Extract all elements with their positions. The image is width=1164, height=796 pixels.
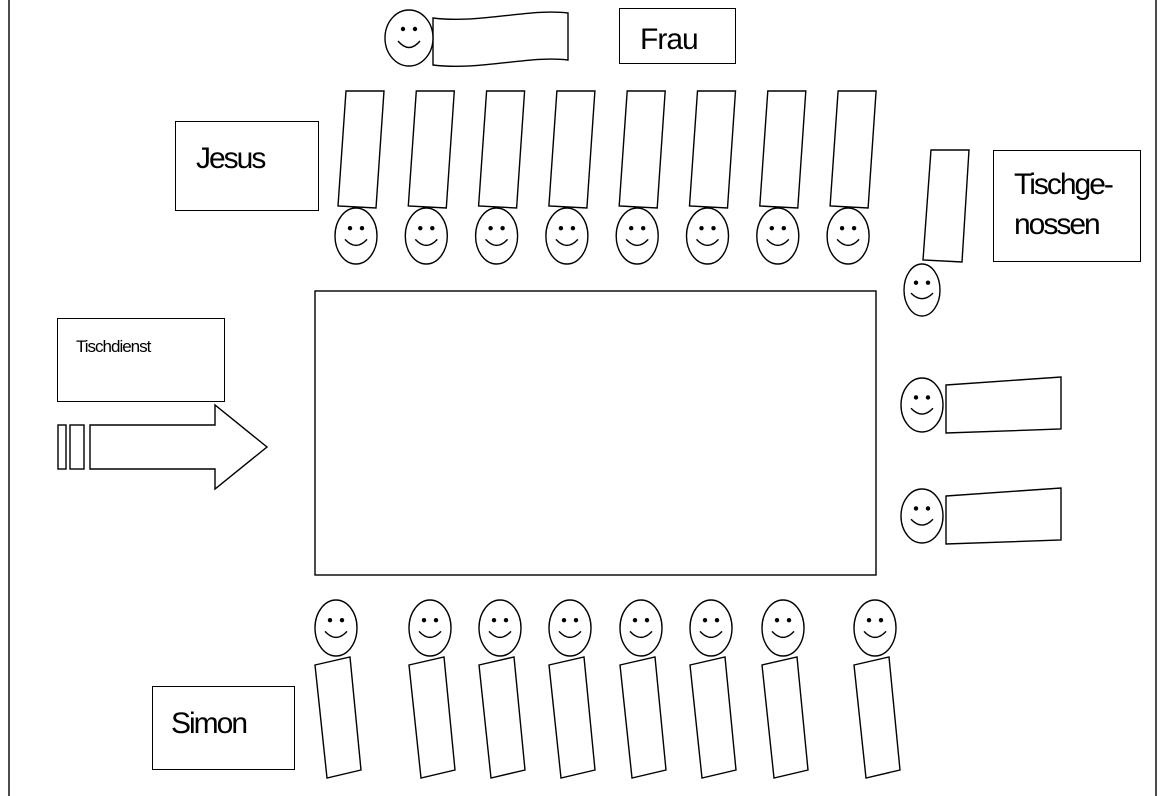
bottom-row-guests <box>314 599 901 779</box>
top-guest <box>404 90 456 265</box>
smiley-face-icon <box>615 207 659 265</box>
guest-body <box>759 90 807 209</box>
label-box-simon: Simon <box>152 686 295 770</box>
label-simon: Simon <box>171 707 248 740</box>
top-guest <box>756 90 807 265</box>
guest-body <box>761 656 809 779</box>
guest-body <box>922 149 970 263</box>
right-side-guests <box>900 149 1062 545</box>
smiley-face-icon <box>408 599 452 657</box>
guest-body <box>688 90 737 209</box>
bottom-guest <box>314 599 362 779</box>
top-guest <box>615 90 666 265</box>
label-box-jesus: Jesus <box>175 121 319 211</box>
guest-body <box>337 90 385 209</box>
guest-body <box>314 656 362 779</box>
bottom-guest <box>853 599 901 779</box>
bottom-guest <box>478 599 526 779</box>
label-tischgenossen-line1: Tischge- <box>1014 168 1114 201</box>
smiley-face-icon <box>404 207 448 265</box>
right-guest <box>900 376 1062 434</box>
guest-body <box>548 90 596 209</box>
dining-table <box>314 290 877 576</box>
label-box-frau: Frau <box>619 8 736 64</box>
arrow-tail-bar <box>69 424 85 470</box>
label-box-tischdienst: Tischdienst <box>57 318 225 402</box>
top-row-guests <box>334 90 877 265</box>
smiley-face-icon <box>474 207 519 265</box>
smiley-face-icon <box>478 599 522 657</box>
guest-body <box>477 90 526 209</box>
right-guest <box>900 487 1062 545</box>
smiley-face-icon <box>334 207 378 265</box>
guest-body <box>618 90 666 209</box>
bottom-guest <box>761 599 809 779</box>
guest-body <box>689 656 737 779</box>
smiley-face-icon <box>900 377 944 433</box>
label-tischgenossen: Tischge- nossen <box>1014 165 1114 245</box>
smiley-face-icon <box>314 599 358 657</box>
right-guest <box>903 149 970 317</box>
tischdienst-arrow-icon <box>57 403 269 491</box>
bottom-guest <box>408 599 456 779</box>
smiley-face-icon <box>853 599 897 657</box>
guest-body <box>478 656 526 779</box>
top-guest <box>545 90 596 265</box>
arrow-shape <box>89 403 269 491</box>
smiley-face-icon <box>548 599 592 657</box>
top-guest <box>334 90 385 265</box>
frau-smiley-icon <box>384 9 434 67</box>
guest-body <box>407 90 456 209</box>
guest-body <box>829 90 877 209</box>
guest-body <box>408 656 456 779</box>
top-guest <box>474 90 526 265</box>
smiley-face-icon <box>761 599 805 657</box>
guest-body <box>853 656 901 779</box>
guest-body <box>945 376 1062 434</box>
guest-body <box>548 656 596 779</box>
top-guest <box>826 90 877 265</box>
frau-figure <box>384 9 569 68</box>
smiley-face-icon <box>545 207 589 265</box>
bottom-guest <box>689 599 737 779</box>
frau-body <box>432 11 569 68</box>
smiley-face-icon <box>619 599 663 657</box>
label-tischdienst: Tischdienst <box>76 337 151 356</box>
smiley-face-icon <box>903 263 941 317</box>
smiley-face-icon <box>826 207 870 265</box>
arrow-tail-bar <box>57 424 67 470</box>
smiley-face-icon <box>685 207 730 265</box>
smiley-face-icon <box>900 488 944 544</box>
guest-body <box>945 487 1062 545</box>
bottom-guest <box>548 599 596 779</box>
guest-body <box>619 656 667 779</box>
label-jesus: Jesus <box>196 142 266 175</box>
label-frau: Frau <box>640 23 699 56</box>
top-guest <box>685 90 737 265</box>
label-tischgenossen-line2: nossen <box>1014 208 1101 241</box>
label-box-tischgenossen: Tischge- nossen <box>993 150 1141 262</box>
smiley-face-icon <box>756 207 800 265</box>
smiley-face-icon <box>689 599 733 657</box>
bottom-guest <box>619 599 667 779</box>
